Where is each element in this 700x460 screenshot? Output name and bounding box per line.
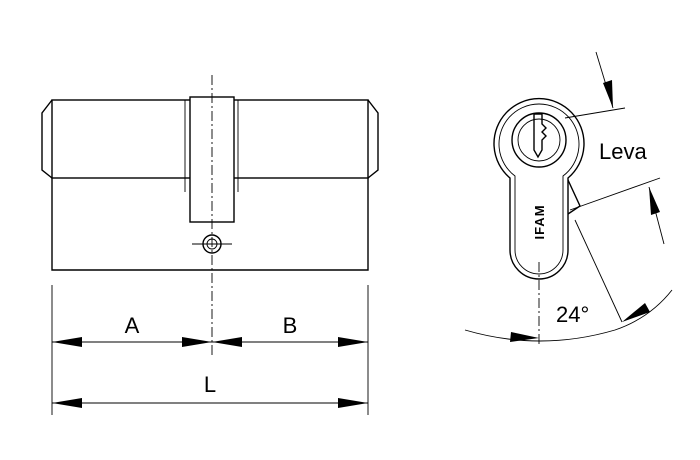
arrowhead	[182, 337, 212, 347]
dimension-l: L	[52, 372, 368, 408]
cylinder-side-view	[41, 75, 379, 355]
angle-arc	[464, 289, 673, 342]
arrowhead	[649, 187, 660, 215]
dimension-l-label: L	[204, 372, 216, 397]
dimension-b-label: B	[283, 313, 298, 338]
cylinder-profile	[51, 178, 369, 271]
cam-label: Leva	[599, 139, 647, 164]
arrowhead	[212, 337, 242, 347]
angle-dimension: 24°	[464, 219, 673, 342]
dimension-a: A	[52, 313, 212, 347]
keyway	[533, 113, 547, 159]
arrowhead	[603, 80, 613, 108]
cam-housing-lines	[184, 100, 239, 192]
right-end-cap	[367, 99, 379, 179]
rotor	[511, 112, 567, 168]
left-end-cap	[41, 99, 53, 179]
angle-extension-line	[574, 219, 623, 323]
arrowhead	[622, 303, 650, 322]
angle-label: 24°	[556, 302, 589, 327]
arrowhead	[52, 398, 82, 408]
dimension-b: B	[212, 313, 368, 347]
arrowhead	[510, 332, 539, 342]
cam-extension-line-top	[564, 107, 626, 119]
cam-dimension: Leva	[564, 51, 665, 245]
extension-lines	[51, 285, 369, 415]
brand-lettering: IFAM	[532, 204, 547, 239]
arrowhead	[52, 337, 82, 347]
arrowhead	[338, 337, 368, 347]
front-profile-inner	[498, 103, 580, 275]
cylinder-front-view: IFAM	[493, 97, 585, 345]
arrowhead	[338, 398, 368, 408]
dimension-a-label: A	[125, 313, 140, 338]
rotor-inner	[517, 118, 561, 162]
cam-extension-line-bottom	[569, 177, 661, 211]
front-profile-outer	[493, 97, 585, 280]
